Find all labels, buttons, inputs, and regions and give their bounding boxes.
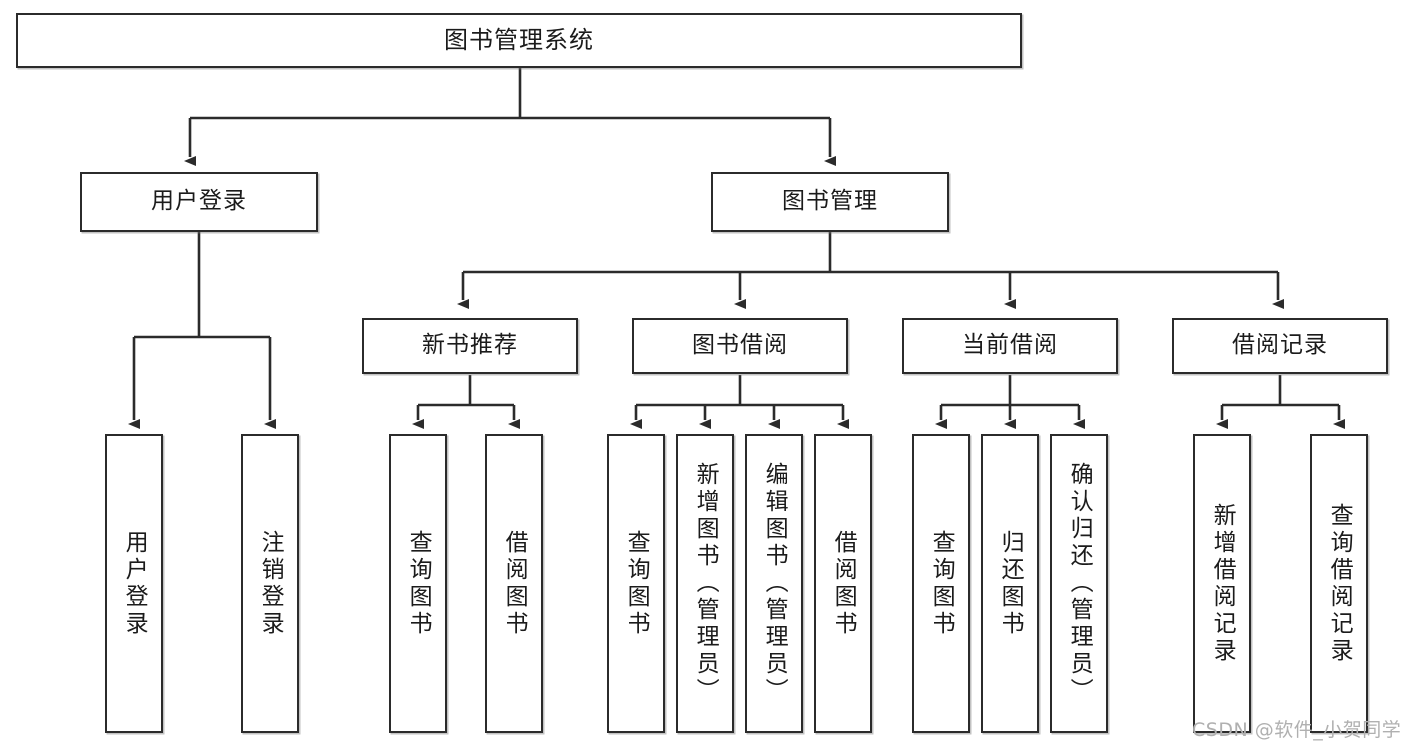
node-label: 新增借阅记录 bbox=[1209, 502, 1236, 665]
node-label: 用户登录 bbox=[151, 188, 247, 215]
node-label: 新增图书（管理员） bbox=[692, 462, 719, 705]
leaf-query-book-2[interactable]: 查询图书 bbox=[607, 434, 665, 733]
node-label: 用户登录 bbox=[121, 529, 148, 638]
node-label: 借阅记录 bbox=[1232, 332, 1328, 359]
node-label: 查询借阅记录 bbox=[1326, 502, 1353, 665]
leaf-borrow-book-2[interactable]: 借阅图书 bbox=[814, 434, 872, 733]
node-label: 编辑图书（管理员） bbox=[761, 462, 788, 705]
node-current-borrow[interactable]: 当前借阅 bbox=[902, 318, 1118, 374]
node-label: 图书管理系统 bbox=[444, 26, 594, 55]
node-borrow-record[interactable]: 借阅记录 bbox=[1172, 318, 1388, 374]
leaf-borrow-book-1[interactable]: 借阅图书 bbox=[485, 434, 543, 733]
node-label: 确认归还（管理员） bbox=[1066, 462, 1093, 705]
leaf-add-book[interactable]: 新增图书（管理员） bbox=[676, 434, 734, 733]
node-label: 查询图书 bbox=[623, 529, 650, 638]
leaf-return-book[interactable]: 归还图书 bbox=[981, 434, 1039, 733]
leaf-query-book-3[interactable]: 查询图书 bbox=[912, 434, 970, 733]
node-label: 查询图书 bbox=[928, 529, 955, 638]
leaf-confirm-return[interactable]: 确认归还（管理员） bbox=[1050, 434, 1108, 733]
node-label: 新书推荐 bbox=[422, 332, 518, 359]
leaf-query-record[interactable]: 查询借阅记录 bbox=[1310, 434, 1368, 733]
node-label: 借阅图书 bbox=[830, 529, 857, 638]
node-label: 查询图书 bbox=[405, 529, 432, 638]
csdn-watermark: CSDN @软件_小贺同学 bbox=[1192, 719, 1402, 741]
leaf-query-book-1[interactable]: 查询图书 bbox=[389, 434, 447, 733]
node-book-borrow[interactable]: 图书借阅 bbox=[632, 318, 848, 374]
node-root-system[interactable]: 图书管理系统 bbox=[16, 13, 1022, 68]
leaf-add-record[interactable]: 新增借阅记录 bbox=[1193, 434, 1251, 733]
node-label: 归还图书 bbox=[997, 529, 1024, 638]
node-label: 当前借阅 bbox=[962, 332, 1058, 359]
node-book-manage[interactable]: 图书管理 bbox=[711, 172, 949, 232]
leaf-user-login[interactable]: 用户登录 bbox=[105, 434, 163, 733]
node-user-login[interactable]: 用户登录 bbox=[80, 172, 318, 232]
node-new-book-recommend[interactable]: 新书推荐 bbox=[362, 318, 578, 374]
node-label: 图书借阅 bbox=[692, 332, 788, 359]
node-label: 图书管理 bbox=[782, 188, 878, 215]
leaf-logout-login[interactable]: 注销登录 bbox=[241, 434, 299, 733]
leaf-edit-book[interactable]: 编辑图书（管理员） bbox=[745, 434, 803, 733]
node-label: 注销登录 bbox=[257, 529, 284, 638]
node-label: 借阅图书 bbox=[501, 529, 528, 638]
